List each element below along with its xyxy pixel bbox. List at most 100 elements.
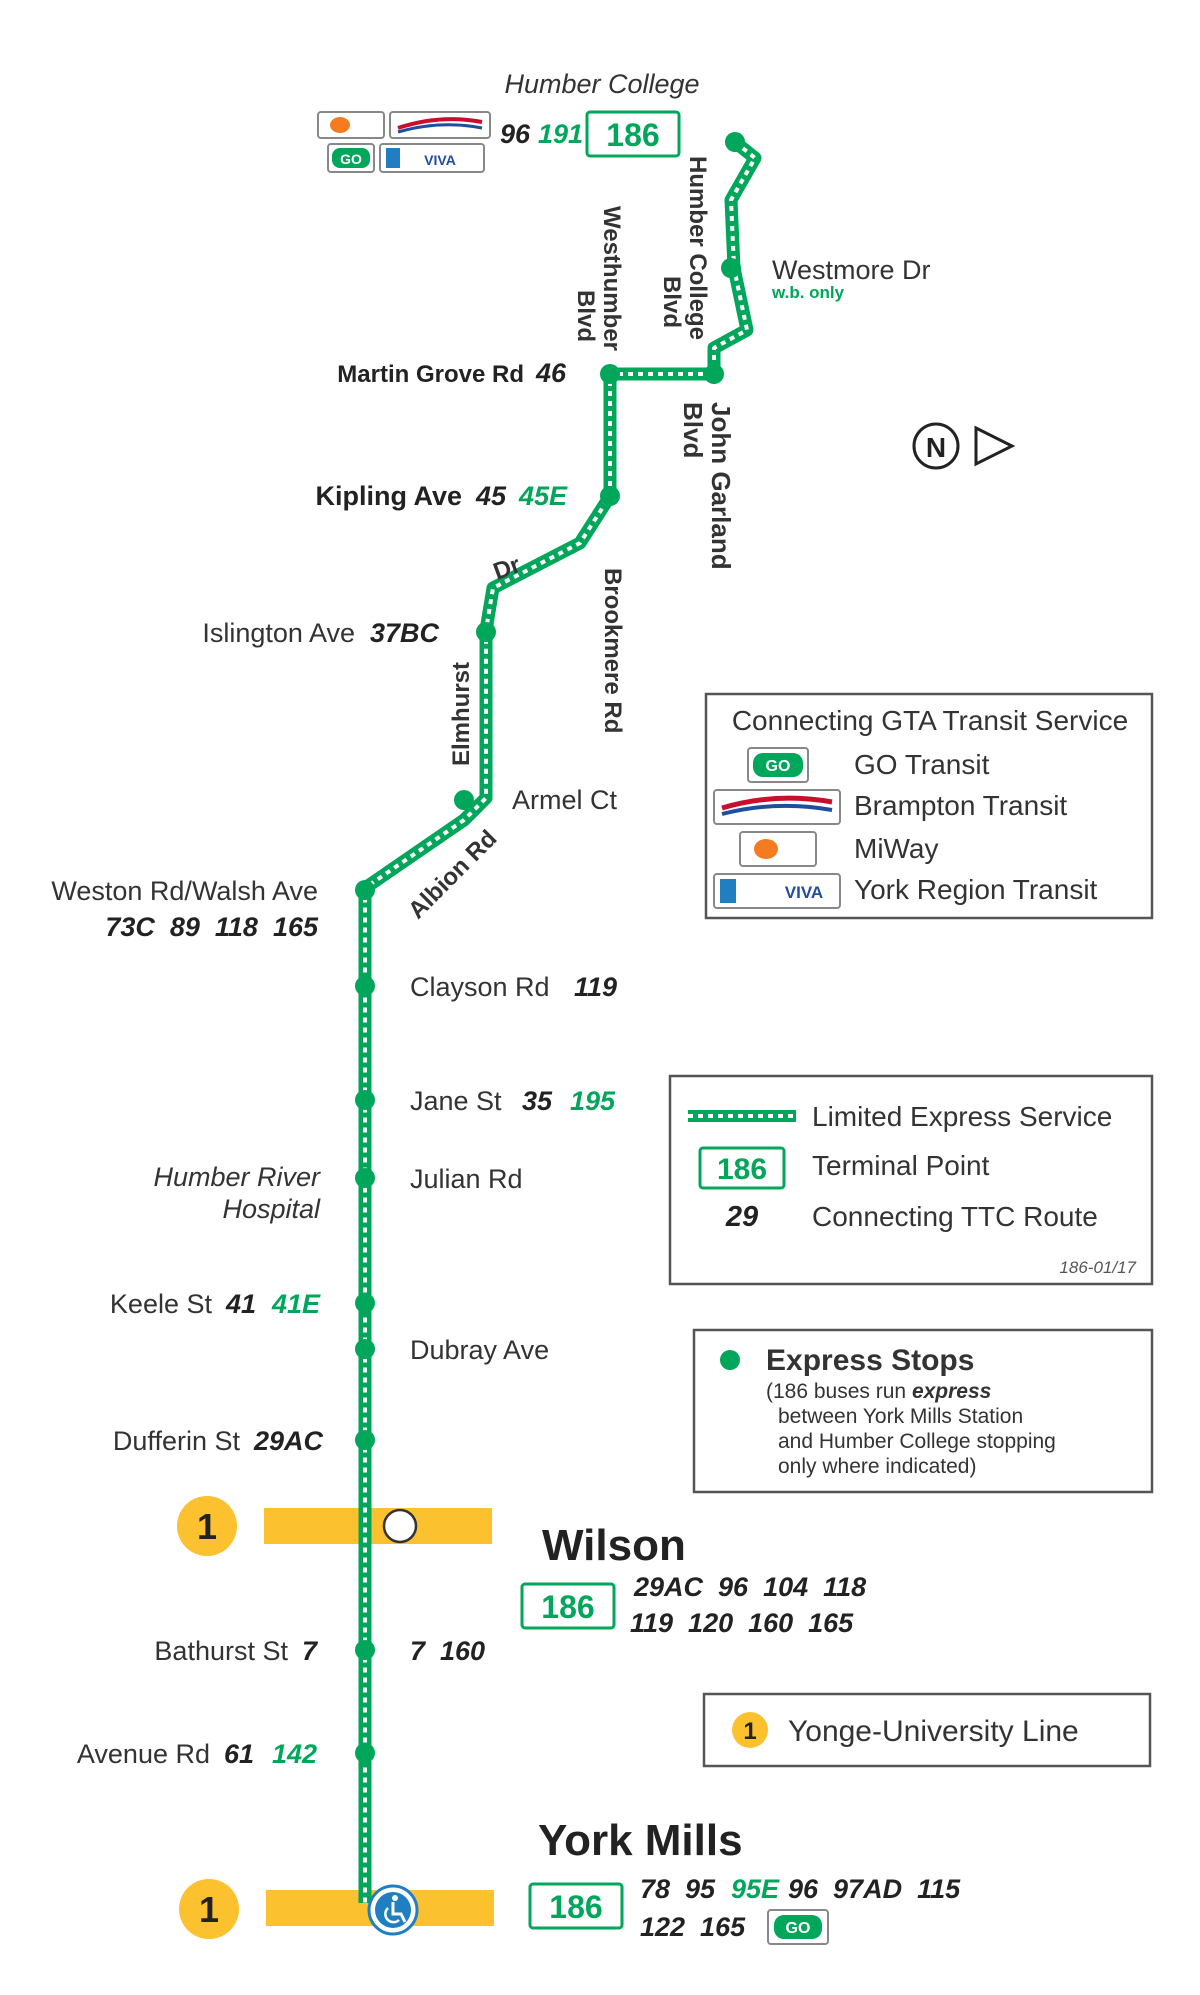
svg-text:VIVA: VIVA [785,883,823,902]
stop-routes-kipling-express: 45E [518,481,568,511]
stop-routes-weston: 73C 89 118 165 [105,912,319,942]
stop-routes-dufferin: 29AC [253,1426,324,1456]
go-transit-logo-icon [753,753,803,777]
terminal-name-humber-college: Humber College [504,69,699,99]
stop-keele [355,1293,375,1313]
street-humber-college-blvd-1: Humber College [684,156,711,340]
legend-connecting-ttc: Connecting TTC Route [812,1201,1098,1232]
stop-label-avenue: Avenue Rd [77,1739,210,1769]
stop-label-dubray: Dubray Ave [410,1335,549,1365]
terminal-badge-york-mills-label: 186 [549,1889,602,1925]
stop-label-keele: Keele St [110,1289,213,1319]
station-routes-york-mills-1a: 78 95 [640,1874,716,1904]
legend-subway-name: Yonge-University Line [788,1715,1079,1748]
stop-routes-kipling: 45 [475,481,507,511]
subway-line-1-badge-wilson: 1 [177,1496,237,1556]
stop-routes-bathurst: 7 [302,1636,319,1666]
station-routes-york-mills-2: 122 165 [640,1912,746,1942]
terminal-badge-wilson [520,1582,616,1630]
stop-label-jane: Jane St [410,1086,502,1116]
street-albion: Albion Rd [403,825,502,924]
route-186-line [358,136,762,1903]
brampton-transit-logo-icon [721,795,833,811]
terminal-badge-label: 186 [606,117,659,153]
station-name-wilson: Wilson [542,1521,686,1570]
legend-subway-number: 1 [743,1718,756,1745]
street-brookmere: Brookmere Rd [599,568,626,733]
street-westhumber-2: Blvd [572,290,599,342]
stop-armel [454,790,474,810]
street-westhumber-1: Westhumber [598,206,625,351]
terminal-badge-wilson-label: 186 [541,1589,594,1625]
miway-logo-icon [330,117,350,133]
station-routes-york-mills-1b: 96 97AD 115 [788,1874,961,1904]
top-terminal-routes: 96 [500,119,531,149]
street-elmhurst: Elmhurst [448,662,475,766]
stop-routes-clayson: 119 [574,972,617,1002]
stop-dufferin [355,1430,375,1450]
stop-routes-bathurst-right: 7 160 [410,1636,485,1666]
svg-text:VIVA: VIVA [424,152,456,168]
station-routes-wilson-2: 119 120 160 165 [630,1608,854,1638]
stop-routes-keele-express: 41E [271,1289,321,1319]
stop-label-dufferin: Dufferin St [113,1426,241,1456]
subway-line-number: 1 [199,1889,219,1930]
legend-express-stops: Express Stops (186 buses run express bet… [692,1328,1154,1494]
legend-terminal-badge: 186 [717,1153,767,1186]
subway-line-bar-wilson [264,1508,492,1544]
subway-line-number: 1 [197,1506,217,1547]
svg-text:GO: GO [786,1920,811,1937]
legend-map-code: 186-01/17 [1059,1258,1136,1277]
legend-express-service: Limited Express Service [812,1101,1112,1132]
svg-text:GO: GO [766,758,791,775]
legend-express-note-2: between York Mills Station [778,1405,1023,1428]
stop-routes-jane-express: 195 [570,1086,616,1116]
yrt-viva-logo-icon [386,148,400,168]
legend-express-note-4: only where indicated) [778,1455,976,1478]
street-john-garland: John Garland [706,402,736,570]
wilson-station-marker [382,1508,418,1544]
station-routes-wilson-1: 29AC 96 104 118 [633,1572,866,1602]
street-john-garland-blvd: Blvd [678,402,708,458]
express-stops [355,132,745,1763]
stop-bathurst [355,1640,375,1660]
stop-clayson [355,976,375,996]
landmark-hospital-line1: Humber River [153,1162,321,1192]
stop-julian [355,1168,375,1188]
station-routes-york-mills-express: 95E [731,1874,780,1904]
top-terminal-routes-express: 191 [538,119,583,149]
stop-routes-avenue-express: 142 [272,1739,317,1769]
agency-logos-top: GO VIVA [317,111,491,173]
stop-routes-islington: 37BC [370,618,440,648]
accessible-icon [367,1884,419,1936]
legend-express-stops-title: Express Stops [766,1344,974,1377]
stop-westmore [721,258,741,278]
stop-martin-grove [600,364,620,384]
stop-label-armel: Armel Ct [512,785,618,815]
stop-jane [355,1090,375,1110]
svg-text:GO: GO [340,151,362,167]
stop-weston [355,880,375,900]
street-humber-college-blvd-2: Blvd [658,276,685,328]
stop-label-clayson: Clayson Rd [410,972,550,1002]
stop-kipling [600,486,620,506]
stop-label-julian: Julian Rd [410,1164,523,1194]
stop-routes-martin-grove: 46 [535,358,567,388]
legend-gta-item-go: GO Transit [854,749,990,780]
miway-logo-icon [754,839,778,859]
stop-routes-jane: 35 [522,1086,553,1116]
legend-express-note-3: and Humber College stopping [778,1430,1056,1453]
stop-label-westmore: Westmore Dr [772,255,931,285]
stop-label-martin-grove: Martin Grove Rd [337,361,524,388]
terminal-badge-york-mills [528,1882,624,1930]
legend-ttc-sample: 29 [725,1201,758,1233]
subway-line-1-badge-york-mills: 1 [179,1879,239,1939]
stop-humber-college [725,132,745,152]
stop-routes-avenue: 61 [224,1739,254,1769]
stop-label-islington: Islington Ave [202,618,355,648]
legend-service: Limited Express Service 186 Terminal Poi… [668,1074,1154,1286]
legend-terminal-point: Terminal Point [812,1150,990,1181]
go-transit-logo-icon: GO [767,1909,829,1945]
legend-express-note-1: (186 buses run express [766,1380,991,1403]
